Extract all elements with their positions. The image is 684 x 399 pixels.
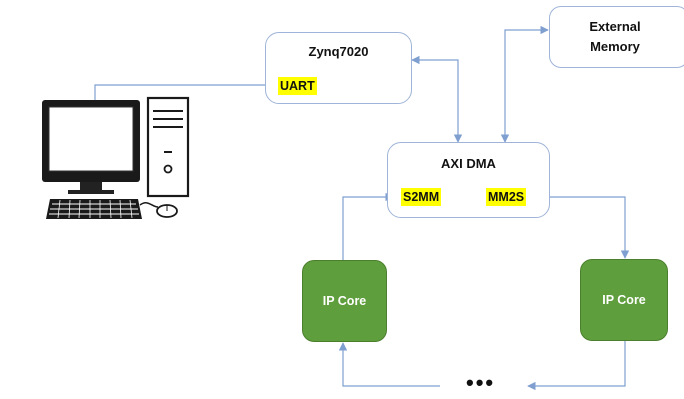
ip-core-right: IP Core: [580, 259, 668, 341]
s2mm-port-label: S2MM: [401, 188, 442, 206]
wire-dots-to-ipcore-left: [338, 342, 440, 387]
ellipsis: •••: [466, 370, 496, 395]
uart-port-label: UART: [278, 77, 317, 95]
zynq7020-block: Zynq7020 UART: [265, 32, 412, 104]
mm2s-port-label: MM2S: [486, 188, 527, 206]
wire-ipcore-right-to-dots: [527, 340, 626, 391]
wire-pc-to-uart: [94, 80, 279, 100]
wire-memory-axi: [500, 25, 549, 143]
wire-zynq-axi: [411, 55, 463, 143]
ip-core-left-label: IP Core: [322, 294, 367, 308]
desktop-computer-icon: [42, 96, 190, 219]
axi-dma-title: AXI DMA: [441, 156, 496, 171]
ip-core-left: IP Core: [302, 260, 387, 342]
zynq7020-title: Zynq7020: [308, 44, 369, 59]
ip-core-right-label: IP Core: [602, 293, 646, 307]
external-memory-block: External Memory: [549, 6, 684, 68]
external-memory-title-line2: Memory: [590, 39, 640, 54]
external-memory-title-line1: External: [589, 19, 641, 34]
wire-mm2s-to-ipcore-right: [549, 196, 630, 259]
axi-dma-block: AXI DMA S2MM MM2S: [387, 142, 550, 218]
wire-ipcore-left-to-s2mm: [342, 192, 394, 260]
